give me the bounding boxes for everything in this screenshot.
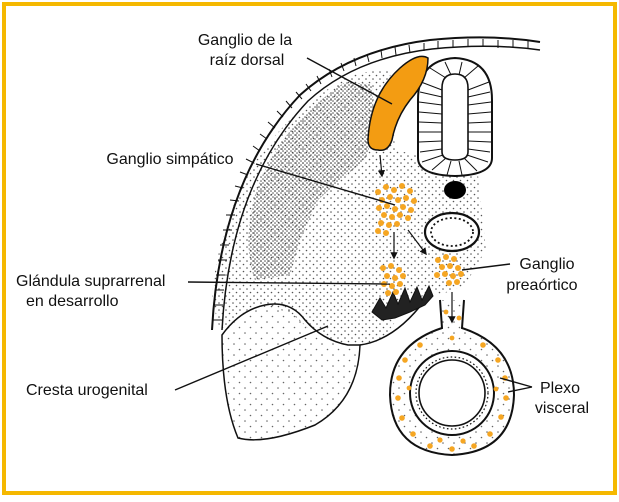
aorta — [425, 213, 479, 251]
label-adrenal-line2: en desarrollo — [26, 293, 119, 310]
gut-tube — [390, 300, 514, 455]
label-sympathetic-ganglion: Ganglio simpático — [106, 151, 233, 168]
label-visceral-plexus-line2: visceral — [535, 400, 589, 417]
label-preaortic-ganglion-line1: Ganglio — [519, 256, 574, 273]
label-preaortic-ganglion-line2: preaórtico — [506, 277, 577, 294]
label-dorsal-root-ganglion-line1: Ganglio de la — [198, 32, 292, 49]
label-visceral-plexus-line1: Plexo — [540, 380, 580, 397]
label-dorsal-root-ganglion-line2: raíz dorsal — [210, 52, 285, 69]
notochord — [444, 181, 466, 199]
label-adrenal-line1: Glándula suprarrenal — [16, 273, 165, 290]
label-urogenital-ridge: Cresta urogenital — [26, 382, 148, 399]
neural-tube — [418, 58, 492, 176]
